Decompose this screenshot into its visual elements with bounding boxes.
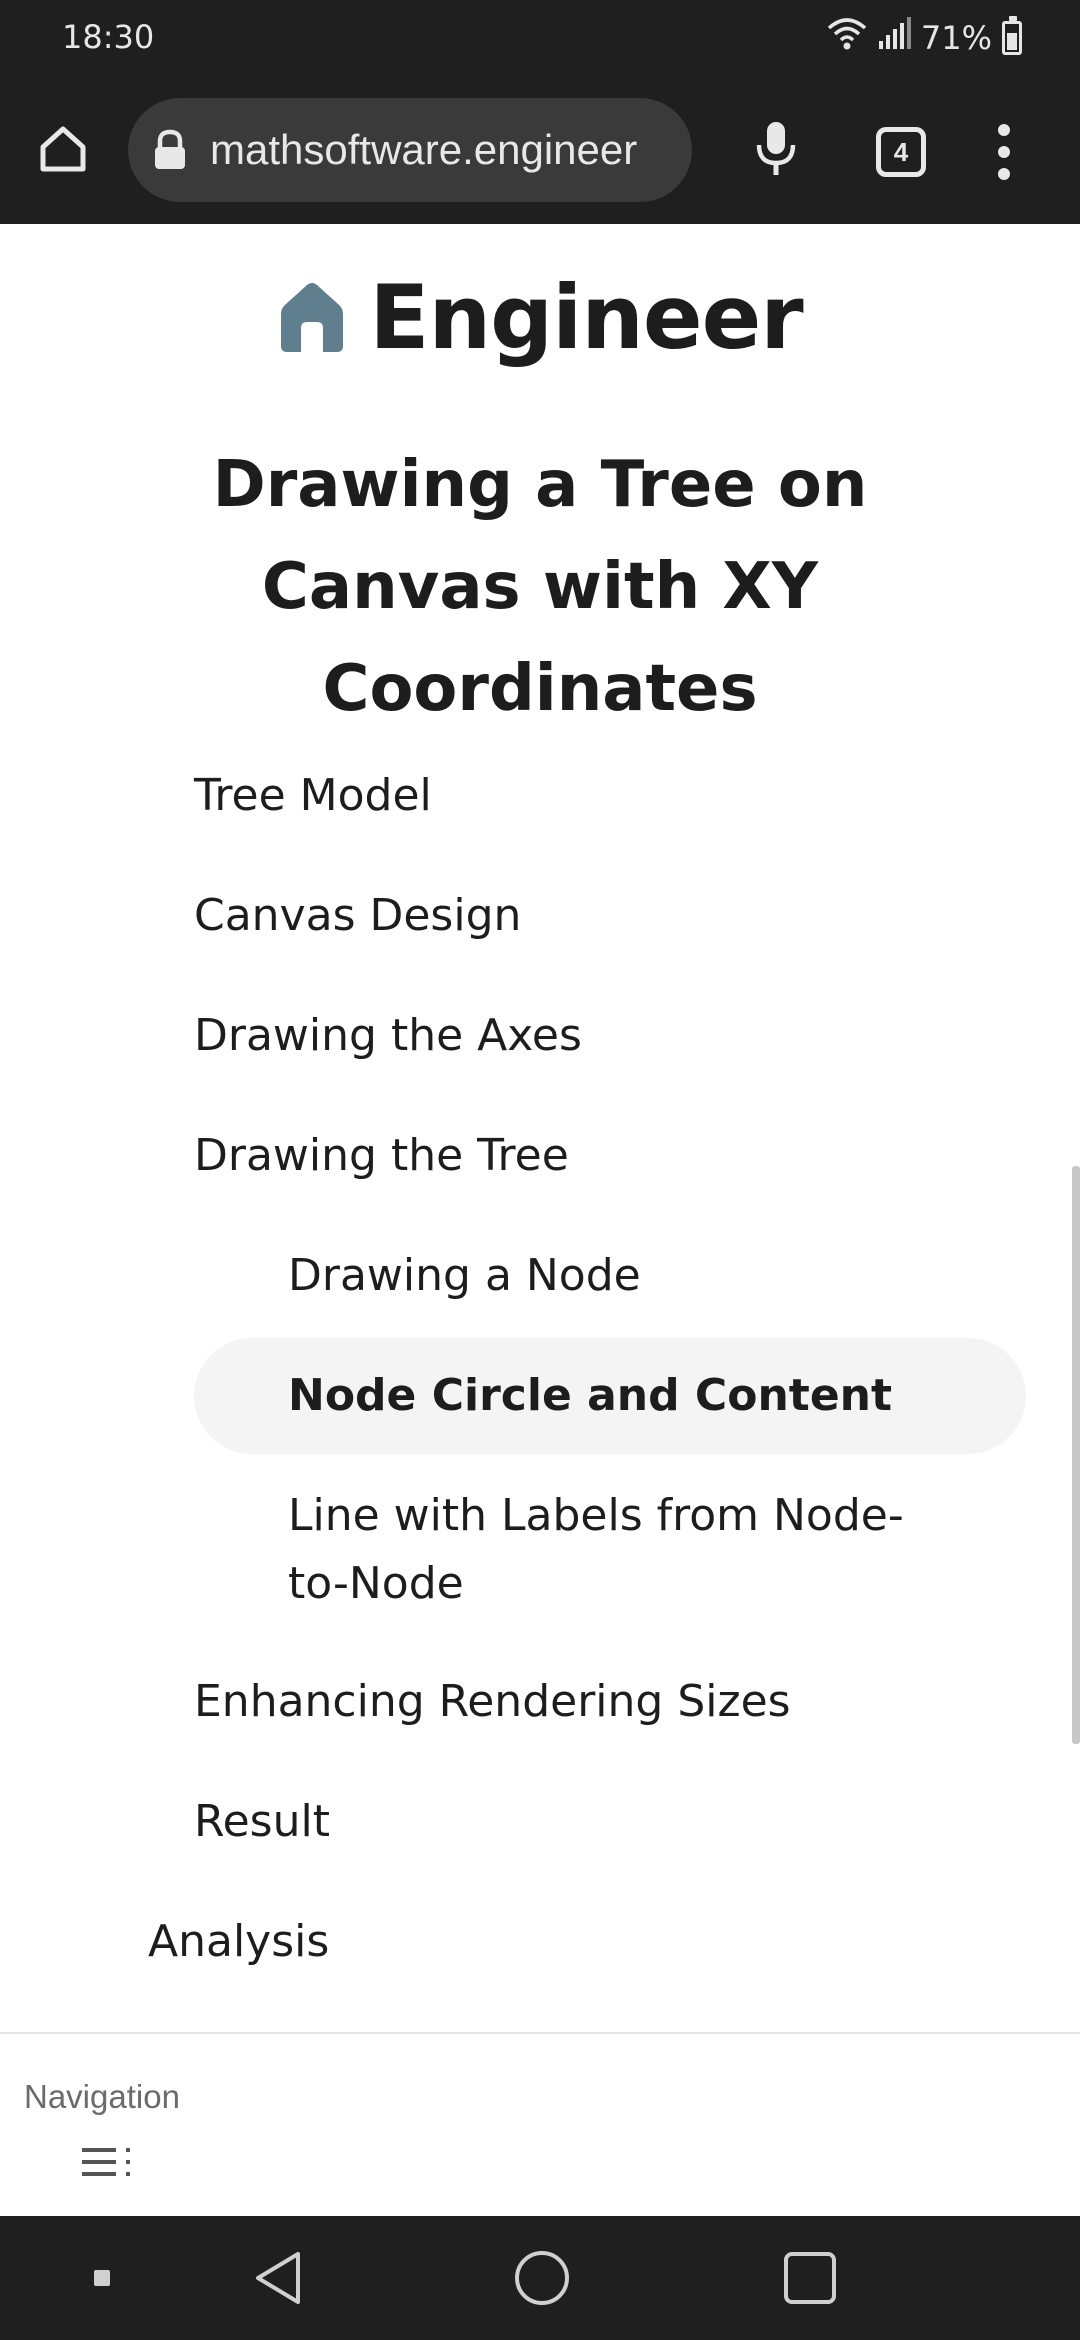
toc-item-analysis[interactable]: Analysis — [148, 1916, 330, 1967]
status-indicators: 71% — [827, 16, 1022, 60]
status-bar: 18:30 71% — [0, 0, 1080, 78]
toc-item-line-with-labels[interactable]: Line with Labels from Node-to-Node — [288, 1490, 904, 1609]
tab-switcher-button[interactable]: 4 — [876, 127, 926, 177]
web-page: Engineer Drawing a Tree on Canvas with X… — [0, 224, 1080, 2032]
browser-menu-button[interactable] — [990, 122, 1020, 182]
navigation-label: Navigation — [24, 2078, 180, 2115]
lock-icon — [155, 129, 185, 169]
home-button[interactable] — [30, 116, 96, 182]
toc-item-canvas-design[interactable]: Canvas Design — [194, 890, 522, 941]
battery-level — [1007, 32, 1017, 50]
toc-item-drawing-the-axes[interactable]: Drawing the Axes — [194, 1010, 582, 1061]
site-brand[interactable]: Engineer — [0, 262, 1080, 372]
browser-toolbar: mathsoftware.engineer 4 — [0, 78, 1080, 224]
home-icon — [40, 126, 86, 172]
article-title: Drawing a Tree on Canvas with XY Coordin… — [212, 448, 868, 726]
overview-square-icon — [784, 2252, 836, 2304]
address-bar[interactable]: mathsoftware.engineer — [128, 98, 692, 202]
toc-item-tree-model[interactable]: Tree Model — [194, 770, 432, 821]
navigation-panel: Navigation — [0, 2032, 1080, 2216]
recents-app-indicator[interactable] — [84, 2260, 120, 2296]
home-system-button[interactable] — [512, 2248, 572, 2308]
back-triangle-icon — [256, 2252, 300, 2304]
menu-dot-icon — [998, 146, 1010, 158]
url-text: mathsoftware.engineer — [210, 126, 638, 173]
menu-dot-icon — [998, 124, 1010, 136]
voice-search-button[interactable] — [746, 114, 806, 184]
page-scrollbar[interactable] — [1072, 1166, 1080, 1744]
battery-icon — [1002, 16, 1022, 55]
toc-item-result[interactable]: Result — [194, 1796, 330, 1847]
toc-item-drawing-the-tree[interactable]: Drawing the Tree — [194, 1130, 569, 1181]
signal-icon — [877, 17, 911, 59]
microphone-icon — [756, 122, 796, 175]
toc-item-node-circle-and-content[interactable]: Node Circle and Content — [288, 1370, 893, 1421]
toc-active-highlight — [194, 1338, 1026, 1454]
home-circle-icon — [515, 2251, 569, 2305]
battery-percent: 71% — [920, 19, 992, 57]
toc-item-enhancing-rendering-sizes[interactable]: Enhancing Rendering Sizes — [194, 1676, 791, 1727]
back-button[interactable] — [250, 2248, 310, 2308]
status-time: 18:30 — [62, 18, 155, 56]
brand-name: Engineer — [369, 265, 803, 369]
overview-button[interactable] — [780, 2248, 840, 2308]
toc-item-drawing-a-node[interactable]: Drawing a Node — [288, 1250, 641, 1301]
system-navigation-bar — [0, 2216, 1080, 2340]
square-dot-icon — [94, 2270, 110, 2286]
house-logo-icon — [281, 283, 344, 352]
navigation-toggle-button[interactable] — [78, 2142, 138, 2182]
menu-dot-icon — [998, 168, 1010, 180]
wifi-icon — [827, 16, 867, 60]
list-menu-icon — [82, 2148, 130, 2176]
